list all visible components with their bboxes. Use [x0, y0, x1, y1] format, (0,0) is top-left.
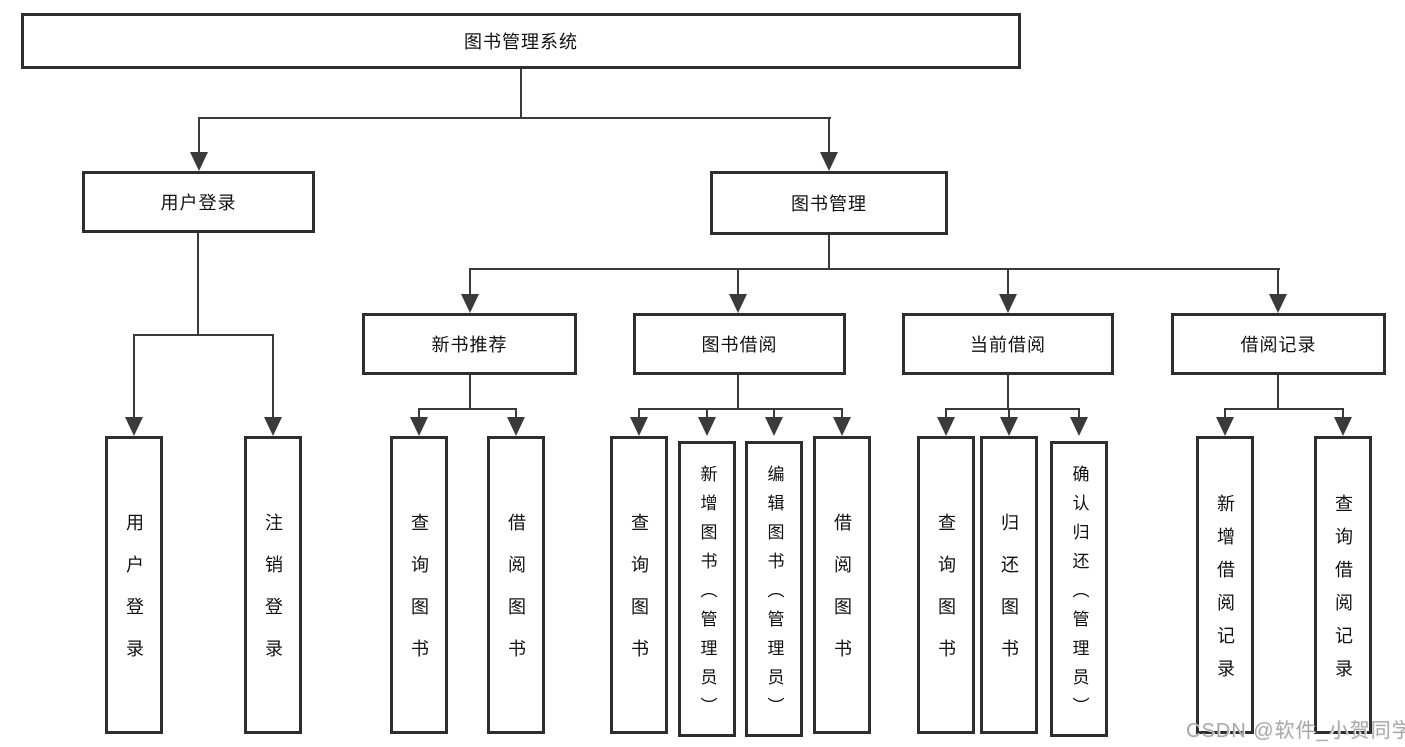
node-label: 图书借阅 — [701, 335, 778, 355]
leaf-label: 注销登录 — [263, 513, 283, 681]
connector-root-stem — [520, 69, 522, 118]
leaf-label: 用户登录 — [124, 513, 144, 681]
connector-userlogin-drop-1 — [133, 334, 135, 418]
connector-borrowing-drop-4 — [841, 408, 843, 420]
node-book-borrowing: 图书借阅 — [633, 313, 846, 375]
connector-root-drop-right — [828, 117, 830, 154]
arrow-down-icon — [507, 417, 525, 436]
leaf-query-borrow-record: 查询借阅记录 — [1314, 436, 1372, 734]
connector-borrowing-drop-3 — [773, 408, 775, 420]
arrow-down-icon — [937, 417, 955, 436]
leaf-return-book: 归还图书 — [980, 436, 1038, 734]
connector-records-drop-2 — [1342, 408, 1344, 420]
arrow-down-icon — [1070, 417, 1088, 436]
connector-records-stem — [1277, 375, 1279, 410]
arrow-down-icon — [1000, 417, 1018, 436]
node-label: 图书管理系统 — [464, 32, 578, 52]
connector-current-stem — [1007, 375, 1009, 410]
connector-newbook-bar — [418, 408, 517, 410]
node-library-system: 图书管理系统 — [21, 13, 1021, 69]
leaf-label: 查询图书 — [629, 513, 649, 681]
connector-userlogin-stem — [197, 233, 199, 336]
leaf-label: 查询借阅记录 — [1333, 493, 1353, 692]
node-label: 新书推荐 — [431, 335, 508, 355]
leaf-label: 新增图书（管理员） — [697, 464, 717, 726]
node-label: 用户登录 — [160, 193, 237, 213]
node-label: 图书管理 — [791, 194, 867, 214]
leaf-borrow-books-recommend: 借阅图书 — [487, 436, 545, 734]
leaf-add-book-admin: 新增图书（管理员） — [678, 441, 736, 737]
node-label: 当前借阅 — [970, 335, 1046, 355]
arrow-down-icon — [190, 152, 208, 171]
connector-newbook-drop-1 — [418, 408, 420, 420]
connector-root-bar — [198, 117, 831, 119]
leaf-query-books-recommend: 查询图书 — [390, 436, 448, 734]
watermark: CSDN @软件_小贺同学 — [1186, 720, 1405, 742]
connector-bookmgmt-drop-3 — [1007, 268, 1009, 296]
connector-current-drop-3 — [1078, 408, 1080, 420]
connector-bookmgmt-drop-2 — [737, 268, 739, 296]
node-new-book-recommend: 新书推荐 — [362, 313, 577, 375]
leaf-borrow-books-borrowing: 借阅图书 — [813, 436, 871, 734]
node-label: 借阅记录 — [1240, 335, 1317, 355]
leaf-query-books-current: 查询图书 — [917, 436, 975, 734]
arrow-down-icon — [1269, 294, 1287, 313]
leaf-label: 查询图书 — [936, 513, 956, 681]
arrow-down-icon — [264, 417, 282, 436]
node-borrowing-records: 借阅记录 — [1171, 313, 1386, 375]
connector-current-bar — [945, 408, 1080, 410]
leaf-confirm-return-admin: 确认归还（管理员） — [1050, 441, 1108, 737]
connector-records-bar — [1224, 408, 1344, 410]
node-current-borrowing: 当前借阅 — [902, 313, 1114, 375]
connector-bookmgmt-drop-4 — [1277, 268, 1279, 296]
arrow-down-icon — [125, 417, 143, 436]
arrow-down-icon — [630, 417, 648, 436]
leaf-user-login: 用户登录 — [105, 436, 163, 734]
arrow-down-icon — [820, 152, 838, 171]
connector-records-drop-1 — [1224, 408, 1226, 420]
leaf-label: 新增借阅记录 — [1215, 493, 1235, 692]
arrow-down-icon — [698, 417, 716, 436]
arrow-down-icon — [765, 417, 783, 436]
leaf-label: 借阅图书 — [832, 513, 852, 681]
connector-bookmgmt-bar — [469, 268, 1280, 270]
arrow-down-icon — [410, 417, 428, 436]
connector-current-drop-1 — [945, 408, 947, 420]
arrow-down-icon — [461, 294, 479, 313]
leaf-label: 查询图书 — [409, 513, 429, 681]
node-book-management: 图书管理 — [710, 171, 948, 235]
arrow-down-icon — [729, 294, 747, 313]
leaf-label: 编辑图书（管理员） — [764, 464, 784, 726]
connector-borrowing-drop-1 — [638, 408, 640, 420]
connector-bookmgmt-drop-1 — [469, 268, 471, 296]
connector-borrowing-drop-2 — [706, 408, 708, 420]
connector-newbook-drop-2 — [515, 408, 517, 420]
connector-userlogin-drop-2 — [272, 334, 274, 418]
leaf-add-borrow-record: 新增借阅记录 — [1196, 436, 1254, 734]
leaf-edit-book-admin: 编辑图书（管理员） — [745, 441, 803, 737]
connector-userlogin-bar — [133, 334, 274, 336]
connector-root-drop-left — [198, 117, 200, 154]
arrow-down-icon — [833, 417, 851, 436]
leaf-logout: 注销登录 — [244, 436, 302, 734]
connector-borrowing-bar — [638, 408, 843, 410]
leaf-label: 归还图书 — [999, 513, 1019, 681]
leaf-label: 借阅图书 — [506, 513, 526, 681]
connector-bookmgmt-stem — [828, 235, 830, 270]
node-user-login: 用户登录 — [82, 171, 315, 233]
leaf-label: 确认归还（管理员） — [1069, 464, 1089, 726]
connector-borrowing-stem — [737, 375, 739, 410]
arrow-down-icon — [1216, 417, 1234, 436]
arrow-down-icon — [1334, 417, 1352, 436]
connector-newbook-stem — [469, 375, 471, 410]
leaf-query-books-borrowing: 查询图书 — [610, 436, 668, 734]
connector-current-drop-2 — [1008, 408, 1010, 420]
arrow-down-icon — [999, 294, 1017, 313]
